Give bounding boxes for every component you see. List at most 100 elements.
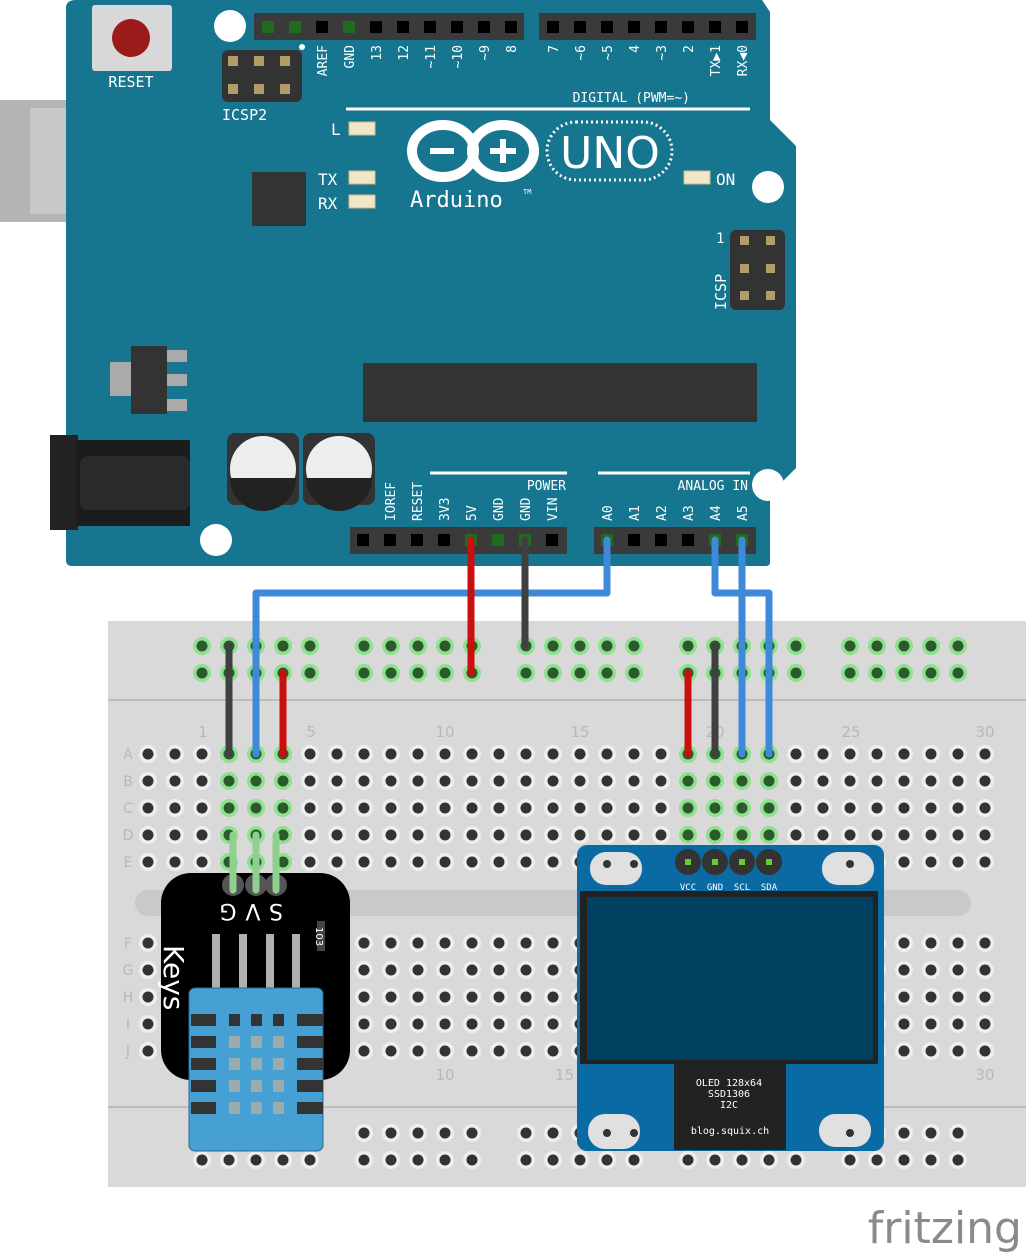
header-pin[interactable] <box>451 21 463 33</box>
breadboard-hole[interactable] <box>493 991 505 1003</box>
header-pin[interactable] <box>478 21 490 33</box>
breadboard-hole[interactable] <box>925 1018 937 1030</box>
breadboard-hole[interactable] <box>358 640 370 652</box>
breadboard-hole[interactable] <box>412 775 424 787</box>
breadboard-hole[interactable] <box>520 1154 532 1166</box>
breadboard-hole[interactable] <box>574 748 586 760</box>
breadboard-hole[interactable] <box>493 775 505 787</box>
breadboard-hole[interactable] <box>736 775 748 787</box>
breadboard-hole[interactable] <box>439 1018 451 1030</box>
breadboard-hole[interactable] <box>682 640 694 652</box>
breadboard-hole[interactable] <box>898 1127 910 1139</box>
breadboard-hole[interactable] <box>142 802 154 814</box>
breadboard-hole[interactable] <box>304 856 316 868</box>
breadboard-hole[interactable] <box>385 991 397 1003</box>
breadboard-hole[interactable] <box>925 856 937 868</box>
breadboard-hole[interactable] <box>250 802 262 814</box>
breadboard-hole[interactable] <box>844 640 856 652</box>
breadboard-hole[interactable] <box>466 856 478 868</box>
breadboard-hole[interactable] <box>385 937 397 949</box>
breadboard-hole[interactable] <box>385 667 397 679</box>
breadboard-hole[interactable] <box>493 1018 505 1030</box>
breadboard-hole[interactable] <box>628 640 640 652</box>
breadboard-hole[interactable] <box>142 964 154 976</box>
breadboard-hole[interactable] <box>952 1045 964 1057</box>
breadboard-hole[interactable] <box>709 775 721 787</box>
breadboard-hole[interactable] <box>520 937 532 949</box>
breadboard-hole[interactable] <box>952 748 964 760</box>
wire-a0-signal[interactable] <box>252 536 611 758</box>
breadboard-hole[interactable] <box>277 829 289 841</box>
breadboard-hole[interactable] <box>358 802 370 814</box>
breadboard-hole[interactable] <box>520 775 532 787</box>
breadboard-hole[interactable] <box>412 1154 424 1166</box>
breadboard-hole[interactable] <box>952 991 964 1003</box>
breadboard-hole[interactable] <box>709 802 721 814</box>
breadboard-hole[interactable] <box>925 937 937 949</box>
breadboard-hole[interactable] <box>520 1018 532 1030</box>
breadboard-hole[interactable] <box>601 640 613 652</box>
breadboard-hole[interactable] <box>925 829 937 841</box>
breadboard-hole[interactable] <box>601 667 613 679</box>
breadboard-hole[interactable] <box>925 991 937 1003</box>
breadboard-hole[interactable] <box>439 829 451 841</box>
breadboard-hole[interactable] <box>547 640 559 652</box>
breadboard-hole[interactable] <box>871 1154 883 1166</box>
breadboard-hole[interactable] <box>898 775 910 787</box>
breadboard-hole[interactable] <box>466 1018 478 1030</box>
breadboard-hole[interactable] <box>142 829 154 841</box>
breadboard-hole[interactable] <box>925 1154 937 1166</box>
header-pin[interactable] <box>505 21 517 33</box>
header-pin[interactable] <box>316 21 328 33</box>
breadboard-hole[interactable] <box>682 829 694 841</box>
breadboard-hole[interactable] <box>169 748 181 760</box>
breadboard-hole[interactable] <box>628 775 640 787</box>
breadboard-hole[interactable] <box>682 775 694 787</box>
header-pin[interactable] <box>682 534 694 546</box>
breadboard-hole[interactable] <box>169 829 181 841</box>
breadboard-hole[interactable] <box>358 856 370 868</box>
breadboard-hole[interactable] <box>493 1045 505 1057</box>
breadboard-hole[interactable] <box>439 1127 451 1139</box>
breadboard-hole[interactable] <box>304 667 316 679</box>
breadboard-hole[interactable] <box>358 829 370 841</box>
breadboard-hole[interactable] <box>277 856 289 868</box>
breadboard-hole[interactable] <box>520 802 532 814</box>
breadboard-hole[interactable] <box>763 829 775 841</box>
breadboard-hole[interactable] <box>601 829 613 841</box>
breadboard-hole[interactable] <box>439 802 451 814</box>
breadboard-hole[interactable] <box>898 856 910 868</box>
breadboard-hole[interactable] <box>925 748 937 760</box>
breadboard-hole[interactable] <box>277 1154 289 1166</box>
breadboard-hole[interactable] <box>196 667 208 679</box>
breadboard-hole[interactable] <box>547 1018 559 1030</box>
breadboard-hole[interactable] <box>790 1154 802 1166</box>
header-pin[interactable] <box>655 534 667 546</box>
breadboard-hole[interactable] <box>547 1154 559 1166</box>
breadboard-hole[interactable] <box>493 802 505 814</box>
breadboard-hole[interactable] <box>547 964 559 976</box>
breadboard-hole[interactable] <box>601 1154 613 1166</box>
breadboard-hole[interactable] <box>196 775 208 787</box>
breadboard-hole[interactable] <box>628 802 640 814</box>
breadboard-hole[interactable] <box>898 667 910 679</box>
breadboard-hole[interactable] <box>547 991 559 1003</box>
breadboard-hole[interactable] <box>871 748 883 760</box>
breadboard-hole[interactable] <box>547 667 559 679</box>
breadboard-hole[interactable] <box>439 937 451 949</box>
breadboard-hole[interactable] <box>952 1018 964 1030</box>
breadboard-hole[interactable] <box>925 1045 937 1057</box>
breadboard-hole[interactable] <box>898 829 910 841</box>
breadboard-hole[interactable] <box>790 775 802 787</box>
breadboard-hole[interactable] <box>898 991 910 1003</box>
header-pin[interactable] <box>492 534 504 546</box>
breadboard-hole[interactable] <box>952 802 964 814</box>
breadboard-hole[interactable] <box>952 964 964 976</box>
breadboard-hole[interactable] <box>439 640 451 652</box>
breadboard-hole[interactable] <box>412 1018 424 1030</box>
breadboard-hole[interactable] <box>331 802 343 814</box>
breadboard-hole[interactable] <box>952 1127 964 1139</box>
breadboard-hole[interactable] <box>925 802 937 814</box>
breadboard-hole[interactable] <box>844 802 856 814</box>
header-pin[interactable] <box>357 534 369 546</box>
